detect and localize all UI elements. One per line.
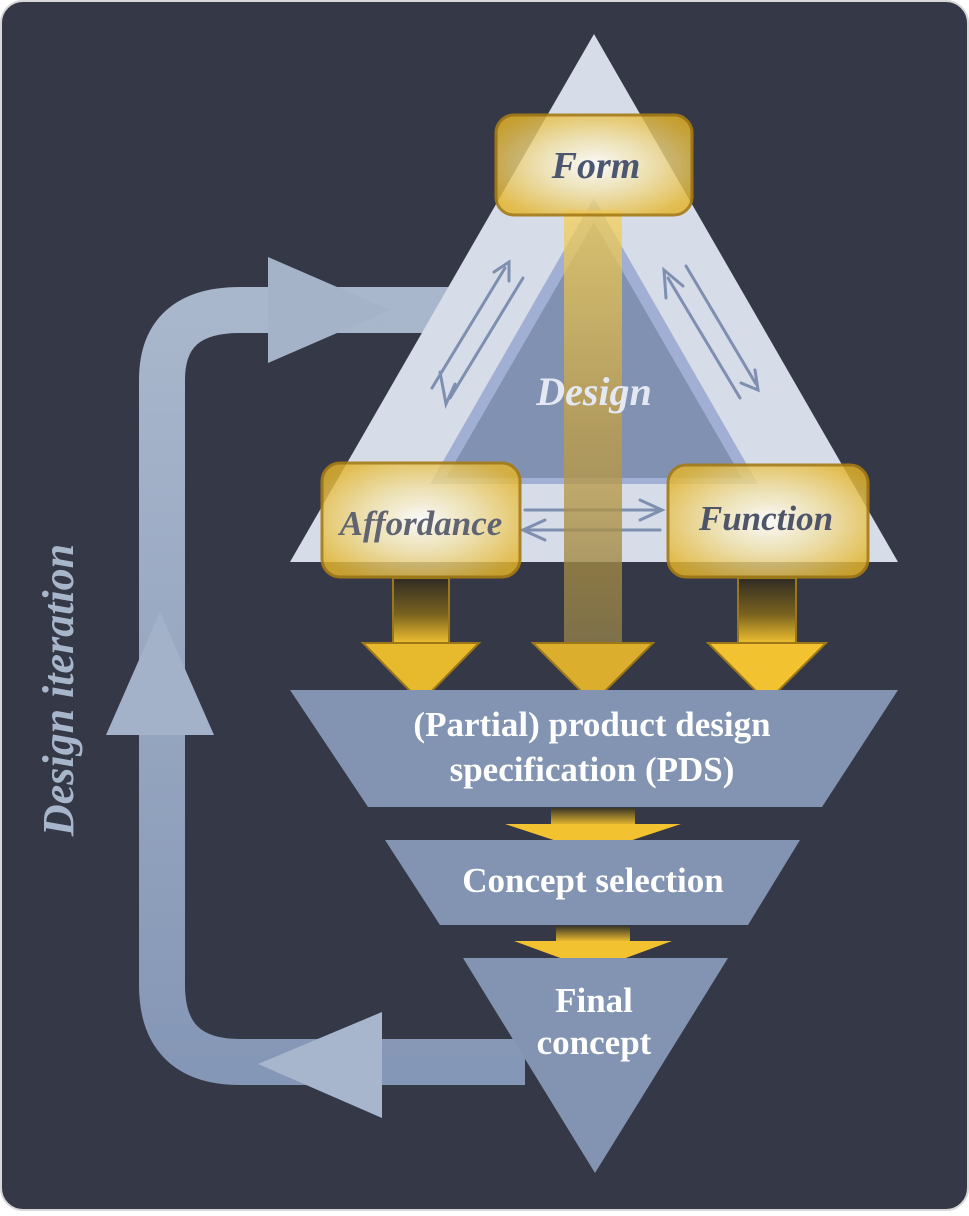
design-iteration-label: Design iteration — [34, 544, 83, 837]
edge-double-arrows — [430, 259, 760, 542]
loop-arrowhead-left — [258, 1012, 382, 1118]
affordance-down-arrow — [360, 577, 482, 704]
affordance-label: Affordance — [338, 504, 503, 543]
pds-label-line1: (Partial) product design — [413, 705, 770, 744]
final-concept-line1: Final — [555, 981, 633, 1020]
pds-stage — [290, 690, 898, 807]
function-label: Function — [698, 499, 833, 538]
concept-to-final-arrow — [514, 926, 672, 970]
function-box: Function — [666, 463, 870, 579]
concept-selection-stage — [385, 840, 800, 925]
final-concept-line2: concept — [537, 1023, 652, 1062]
function-down-arrow — [705, 577, 829, 704]
affordance-box: Affordance — [320, 461, 522, 579]
form-label: Form — [551, 145, 641, 187]
loop-arrowhead-up — [106, 612, 214, 735]
final-concept-stage — [463, 958, 728, 1173]
design-label: Design — [535, 369, 652, 414]
form-arrowhead — [530, 642, 656, 705]
pds-to-concept-arrow — [505, 808, 681, 853]
loop-arrowhead-right — [268, 257, 390, 363]
form-box: Form — [494, 113, 694, 217]
concept-selection-label: Concept selection — [462, 861, 723, 900]
design-iteration-loop — [106, 257, 525, 1118]
pds-label-line2: specification (PDS) — [450, 750, 735, 789]
form-shaft — [564, 210, 622, 645]
